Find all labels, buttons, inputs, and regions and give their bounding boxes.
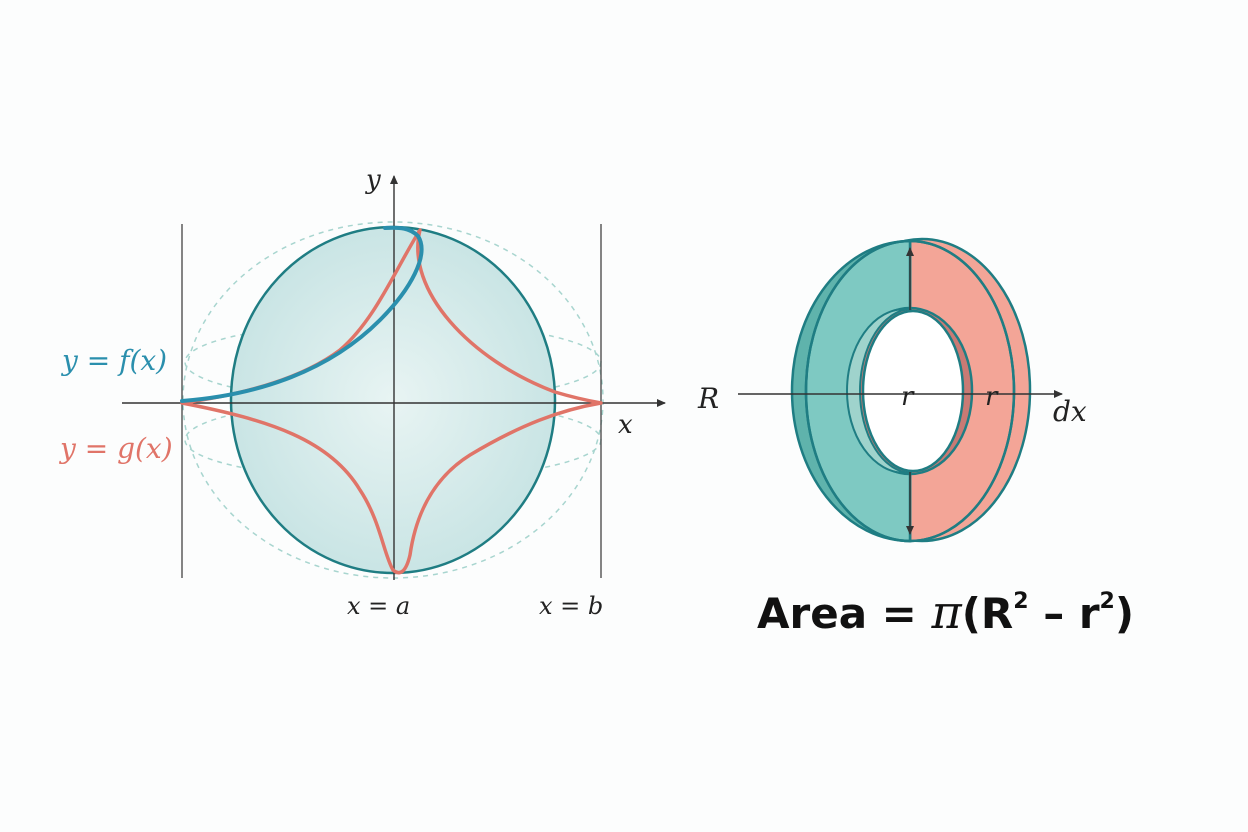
formula-minus: – r — [1029, 589, 1100, 638]
R-label: R — [697, 382, 719, 415]
washer-hole-wall-left — [846, 308, 913, 474]
formula-open: (R — [962, 589, 1014, 638]
dx-label: dx — [1053, 395, 1087, 428]
washer-panel: R r r dx — [697, 237, 1087, 543]
x-b-label: x = b — [539, 592, 603, 620]
r-label-left: r — [901, 382, 915, 412]
g-label: y = g(x) — [58, 432, 173, 465]
y-axis-label: y — [365, 165, 381, 195]
washer-outer-outline — [804, 239, 1016, 543]
washer-hole — [861, 309, 965, 473]
formula-prefix: Area = — [757, 589, 931, 638]
r-label-right: r — [985, 382, 999, 412]
x-axis-label: x — [618, 410, 633, 440]
formula-exp1: 2 — [1013, 589, 1028, 614]
graph-panel: y x y = f(x) y = g(x) x = a x = b — [58, 165, 666, 620]
curve-f — [180, 225, 424, 403]
f-label: y = f(x) — [60, 344, 167, 377]
formula-close: ) — [1115, 589, 1134, 638]
formula-exp2: 2 — [1100, 589, 1115, 614]
formula-pi: π — [930, 585, 962, 639]
area-formula: Area = π(R2 – r2) — [757, 585, 1134, 639]
x-a-label: x = a — [347, 592, 410, 620]
